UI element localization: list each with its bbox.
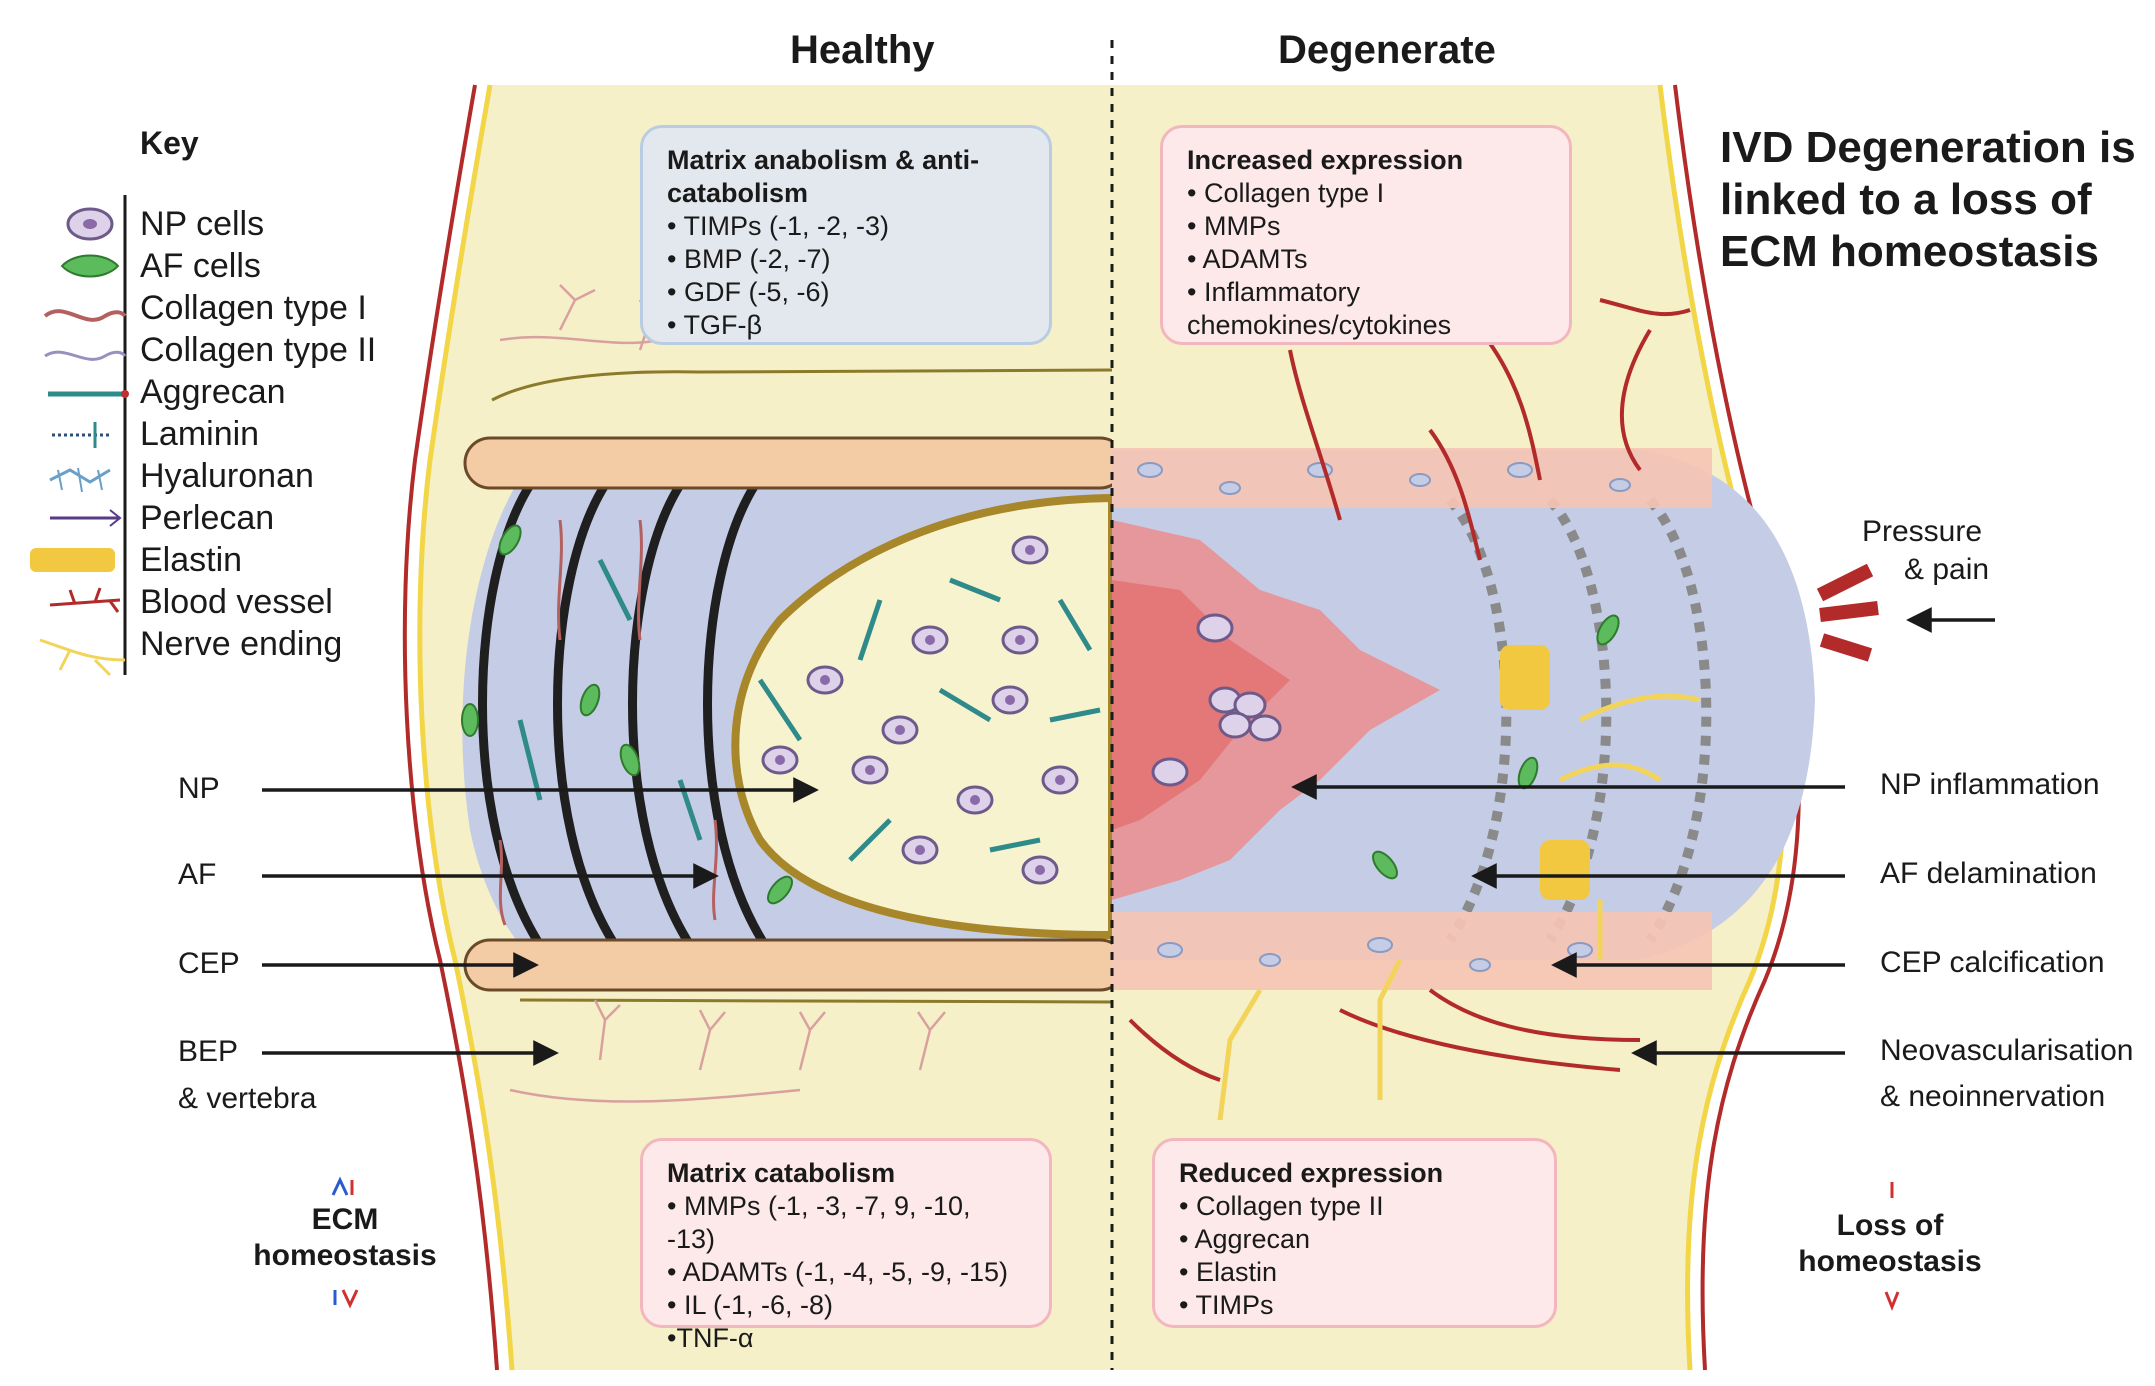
box-title: Matrix catabolism xyxy=(667,1158,896,1188)
laminin-icon xyxy=(52,422,110,448)
blood-vessel-icon xyxy=(49,587,121,613)
catabolism-box: Matrix catabolism • MMPs (-1, -3, -7, 9,… xyxy=(640,1138,1052,1353)
np-label: NP xyxy=(178,772,220,805)
collagen-type-1-icon xyxy=(43,309,127,322)
key-label: AF cells xyxy=(140,247,261,285)
box-title: Matrix anabolism & anti-catabolism xyxy=(667,145,980,208)
hyaluronan-icon xyxy=(49,467,111,493)
reduced-expression-box: Reduced expression • Collagen type II • … xyxy=(1152,1138,1557,1328)
neoinnervation-label: & neoinnervation xyxy=(1880,1080,2106,1113)
key-label: Perlecan xyxy=(140,499,275,537)
key-title: Key xyxy=(140,125,199,161)
title-line: IVD Degeneration is xyxy=(1720,123,2136,172)
left-arrows xyxy=(262,777,819,1066)
title-line: ECM homeostasis xyxy=(1720,227,2099,276)
figure-title: IVD Degeneration is linked to a loss of … xyxy=(1720,122,2136,278)
elastin-icon xyxy=(30,548,115,572)
title-line: linked to a loss of xyxy=(1720,175,2092,224)
af-cell-icon xyxy=(60,254,120,278)
np-inflammation-label: NP inflammation xyxy=(1880,768,2100,801)
box-item: • Aggrecan xyxy=(1179,1224,1311,1254)
key-label: Elastin xyxy=(140,541,243,579)
bep-label: BEP xyxy=(178,1035,239,1068)
box-item: • BMP (-2, -7) xyxy=(667,244,831,274)
box-item: • Inflammatory chemokines/cytokines xyxy=(1187,277,1452,340)
loss-of-homeostasis-label: Loss of homeostasis xyxy=(1780,1208,2000,1280)
vertebra-label: & vertebra xyxy=(178,1082,317,1115)
degenerate-np-cells xyxy=(1151,613,1282,787)
loss-balance-icon xyxy=(1884,1182,1900,1312)
box-title: Increased expression xyxy=(1187,145,1464,175)
increased-expression-box: Increased expression • Collagen type I •… xyxy=(1160,125,1572,345)
loss-line: Loss of xyxy=(1836,1209,1944,1242)
degenerate-heading: Degenerate xyxy=(1278,28,1496,72)
cep-label: CEP xyxy=(178,947,240,980)
box-item: • Elastin xyxy=(1179,1257,1277,1287)
degenerate-annulus xyxy=(1112,450,1815,960)
healthy-af-cells xyxy=(461,524,793,905)
key-label: NP cells xyxy=(140,205,265,243)
bep-top-line xyxy=(491,368,1113,402)
box-item: • ADAMTs xyxy=(1187,244,1308,274)
key-label: Nerve ending xyxy=(140,625,343,663)
loss-line: homeostasis xyxy=(1798,1245,1982,1278)
box-item: • TIMPs xyxy=(1179,1290,1274,1320)
ecm-line: homeostasis xyxy=(253,1239,437,1272)
af-delamination-label: AF delamination xyxy=(1880,857,2097,890)
neovascularisation-label: Neovascularisation xyxy=(1880,1034,2134,1067)
pain-label: & pain xyxy=(1904,553,1990,586)
key-label: Blood vessel xyxy=(140,583,333,621)
cep-calcification-label: CEP calcification xyxy=(1880,946,2105,979)
anabolism-box: Matrix anabolism & anti-catabolism • TIM… xyxy=(640,125,1052,345)
box-item: • IL (-1, -6, -8) xyxy=(667,1290,833,1320)
cep-bottom xyxy=(463,938,1112,992)
calcified-cep-bottom xyxy=(1112,912,1712,990)
aggrecan-icon xyxy=(48,390,129,398)
key-icons xyxy=(30,207,129,677)
box-title: Reduced expression xyxy=(1179,1158,1444,1188)
box-item: •TNF-α xyxy=(667,1323,754,1353)
perlecan-icon xyxy=(50,509,122,527)
bep-bottom-line xyxy=(519,998,1113,1004)
nerve-ending-icon xyxy=(39,638,126,677)
box-item: • TIMPs (-1, -2, -3) xyxy=(667,211,889,241)
degenerate-blood-vessels xyxy=(1128,298,1691,1082)
box-item: • MMPs (-1, -3, -7, 9, -10, -13) xyxy=(667,1191,971,1254)
healthy-aggrecan xyxy=(517,558,1101,862)
np-cell-icon xyxy=(66,207,114,241)
healthy-heading: Healthy xyxy=(790,28,935,72)
box-item: • ADAMTs (-1, -4, -5, -9, -15) xyxy=(667,1257,1009,1287)
key-label: Laminin xyxy=(140,415,260,453)
vertebra-outline-left xyxy=(417,84,515,1371)
box-item: • TGF-β xyxy=(667,310,762,340)
box-item: • GDF (-5, -6) xyxy=(667,277,830,307)
box-item: • Collagen type I xyxy=(1187,178,1385,208)
key-list: NP cells AF cells Collagen type I Collag… xyxy=(140,203,376,665)
key-label: Collagen type II xyxy=(140,331,377,369)
cep-top xyxy=(463,436,1112,490)
box-item: • MMPs xyxy=(1187,211,1281,241)
key-label: Hyaluronan xyxy=(140,457,314,495)
key-label: Aggrecan xyxy=(140,373,286,411)
box-item: • Collagen type II xyxy=(1179,1191,1384,1221)
collagen-type-2-icon xyxy=(44,350,127,361)
ecm-homeostasis-label: ECM homeostasis xyxy=(245,1202,445,1274)
ecm-balance-icon xyxy=(331,1176,359,1309)
healthy-nucleus xyxy=(731,493,1112,940)
af-lamellae xyxy=(478,482,769,948)
pressure-icon xyxy=(1816,563,1879,662)
degenerate-nerves xyxy=(1217,693,1701,1121)
af-label: AF xyxy=(178,858,217,891)
right-arrows xyxy=(1291,607,1995,1066)
key-label: Collagen type I xyxy=(140,289,367,327)
ecm-line: ECM xyxy=(311,1203,379,1236)
pressure-label: Pressure xyxy=(1862,515,1983,548)
